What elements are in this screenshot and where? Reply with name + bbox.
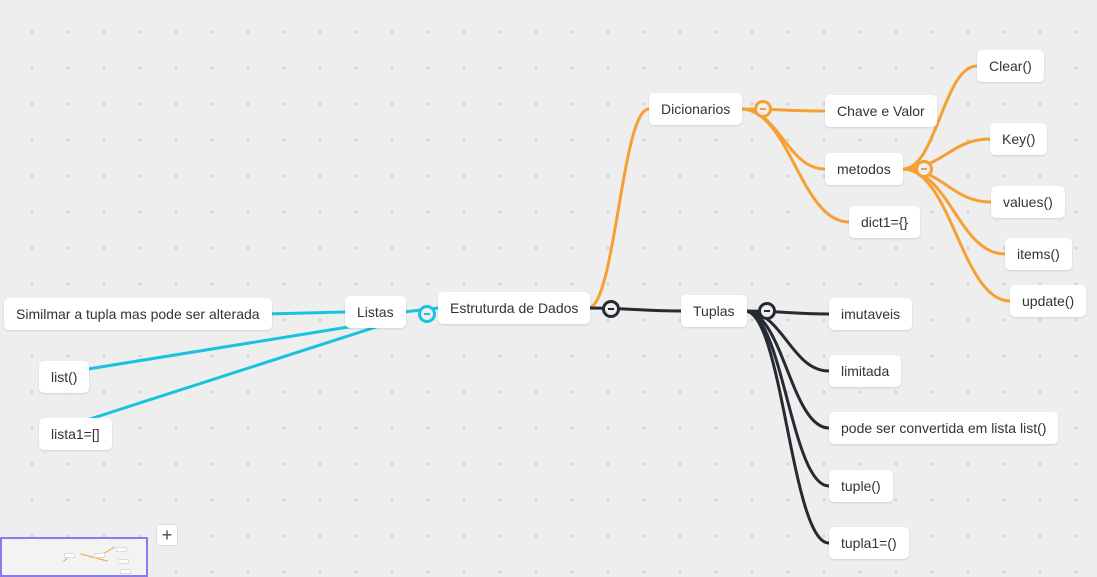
node-similar-tupla[interactable]: Similmar a tupla mas pode ser alterada xyxy=(4,298,272,330)
node-update[interactable]: update() xyxy=(1010,285,1087,317)
collapse-root-right-icon[interactable] xyxy=(602,300,620,318)
node-listas[interactable]: Listas xyxy=(345,296,406,328)
link-dict-metodos xyxy=(739,107,827,171)
node-tuple[interactable]: tuple() xyxy=(829,470,893,502)
node-dict1[interactable]: dict1={} xyxy=(849,206,921,238)
link-dict-chave xyxy=(739,107,827,113)
link-tuplas-child-0 xyxy=(743,309,831,316)
node-key[interactable]: Key() xyxy=(990,123,1048,155)
node-lista1[interactable]: lista1=[] xyxy=(39,418,112,450)
collapse-root-left-icon[interactable] xyxy=(418,305,436,323)
link-root-tuplas xyxy=(586,306,683,313)
collapse-dicionarios-icon[interactable] xyxy=(754,100,772,118)
link-root-dicionarios xyxy=(586,107,651,310)
node-chave-e-valor[interactable]: Chave e Valor xyxy=(825,95,937,127)
node-limitada[interactable]: limitada xyxy=(829,355,902,387)
node-values[interactable]: values() xyxy=(991,186,1065,218)
link-metodos-key xyxy=(901,137,992,171)
node-clear[interactable]: Clear() xyxy=(977,50,1044,82)
collapse-tuplas-icon[interactable] xyxy=(758,302,776,320)
minimap[interactable] xyxy=(0,537,148,577)
node-imutaveis[interactable]: imutaveis xyxy=(829,298,913,330)
link-metodos-clear xyxy=(901,64,979,171)
node-list[interactable]: list() xyxy=(39,361,90,393)
node-tuplas[interactable]: Tuplas xyxy=(681,295,747,327)
link-listas-lista1 xyxy=(88,316,406,421)
node-convertida-lista[interactable]: pode ser convertida em lista list() xyxy=(829,412,1059,444)
collapse-metodos-icon[interactable] xyxy=(915,160,933,178)
node-dicionarios[interactable]: Dicionarios xyxy=(649,93,743,125)
link-tuplas-child-3 xyxy=(743,309,831,488)
node-root[interactable]: Estruturda de Dados xyxy=(438,292,591,324)
node-items[interactable]: items() xyxy=(1005,238,1072,270)
node-metodos[interactable]: metodos xyxy=(825,153,903,185)
link-tuplas-child-4 xyxy=(743,309,831,545)
zoom-in-button[interactable]: + xyxy=(156,524,178,546)
node-tupla1[interactable]: tupla1=() xyxy=(829,527,909,559)
link-listas-similar xyxy=(264,310,347,316)
